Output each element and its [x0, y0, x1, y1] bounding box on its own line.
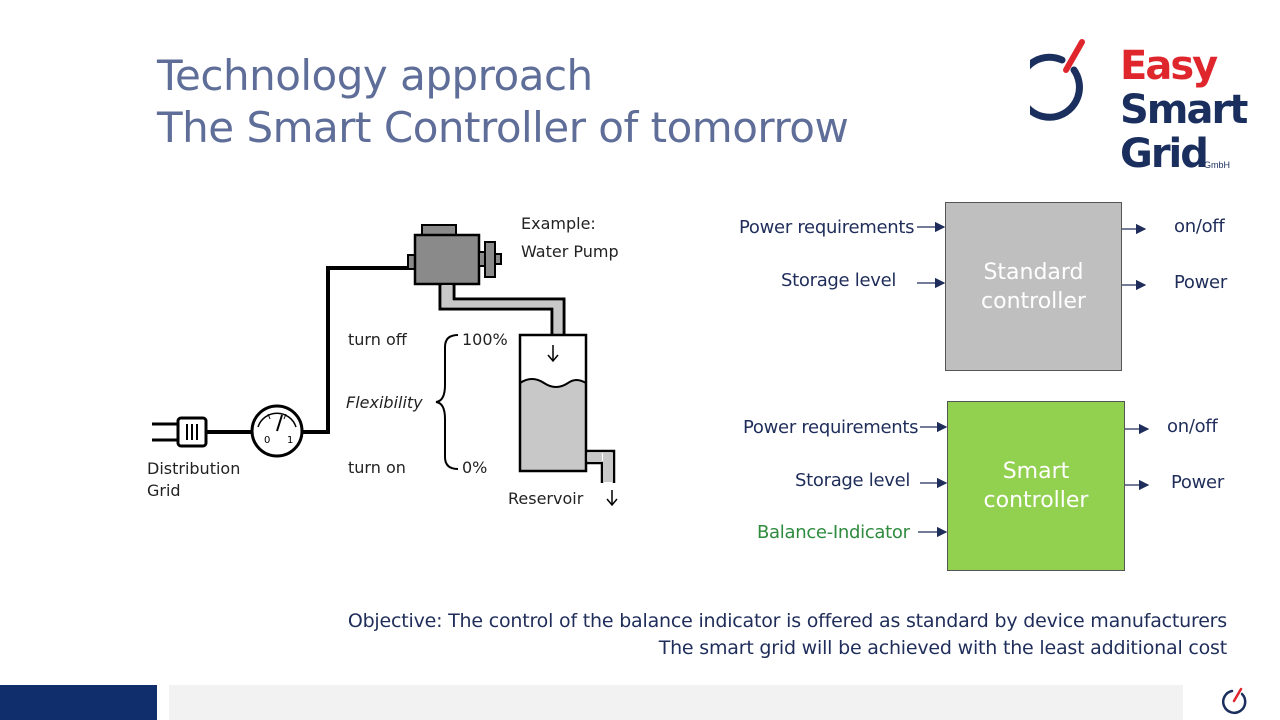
level-high-label: 100%: [462, 330, 508, 349]
footer-blue-bar: [0, 685, 157, 720]
logo-word-grid: Grid: [1120, 131, 1209, 177]
standard-controller-label-2: controller: [981, 288, 1086, 314]
meter-icon: [250, 404, 304, 458]
footer-grey-bar: [169, 685, 1183, 720]
smart-output-onoff: on/off: [1167, 416, 1218, 437]
logo-word-easy: Easy: [1120, 43, 1218, 89]
standard-output-onoff: on/off: [1174, 216, 1225, 237]
standard-output-power: Power: [1174, 272, 1227, 293]
logo-word-smart: Smart: [1120, 87, 1248, 133]
flexibility-brace: [435, 334, 459, 470]
pump-icon: [407, 224, 502, 286]
smart-output-power: Power: [1171, 472, 1224, 493]
title-line-1: Technology approach: [157, 51, 593, 100]
plug-icon: [152, 416, 208, 448]
standard-controller-label-1: Standard: [983, 259, 1084, 285]
smart-input-storage-level: Storage level: [795, 470, 911, 491]
smart-controller-label-2: controller: [983, 488, 1089, 513]
level-low-label: 0%: [462, 458, 487, 477]
smart-controller-label-1: Smart: [1002, 459, 1070, 484]
company-logo-icon: [1030, 39, 1085, 121]
meter-one: 1: [287, 435, 293, 446]
smart-input-power-requirements: Power requirements: [743, 417, 919, 438]
turn-on-label: turn on: [348, 458, 406, 477]
outflow-down-icon: [606, 490, 618, 507]
flexibility-label: Flexibility: [346, 393, 423, 412]
footer-logo-icon: [1222, 687, 1247, 715]
logo-gmbh: GmbH: [1204, 160, 1231, 170]
smart-input-balance-indicator: Balance-Indicator: [757, 522, 910, 543]
standard-input-storage-level: Storage level: [781, 270, 897, 291]
example-label: Example:: [521, 215, 596, 233]
reservoir-label: Reservoir: [508, 489, 584, 508]
grid-label: Grid: [147, 481, 181, 500]
water-pump-diagram: 0 1 Example: Water Pump turn off Flexibi…: [147, 215, 619, 508]
title-line-2: The Smart Controller of tomorrow: [157, 103, 849, 152]
water-pump-label: Water Pump: [521, 242, 619, 261]
flow-down-icon: [547, 345, 559, 363]
objective-line-1: Objective: The control of the balance in…: [347, 610, 1227, 632]
slide-title: Technology approach The Smart Controller…: [157, 50, 849, 154]
distribution-label: Distribution: [147, 459, 240, 478]
smart-controller-box: Smart controller: [947, 401, 1125, 571]
standard-controller-box: Standard controller: [945, 202, 1122, 371]
meter-zero: 0: [264, 435, 270, 446]
turn-off-label: turn off: [348, 330, 408, 349]
reservoir-tank-icon: [518, 333, 616, 483]
standard-input-power-requirements: Power requirements: [739, 217, 915, 238]
objective-line-2: The smart grid will be achieved with the…: [658, 637, 1228, 659]
objective-text: Objective: The control of the balance in…: [348, 608, 1227, 662]
